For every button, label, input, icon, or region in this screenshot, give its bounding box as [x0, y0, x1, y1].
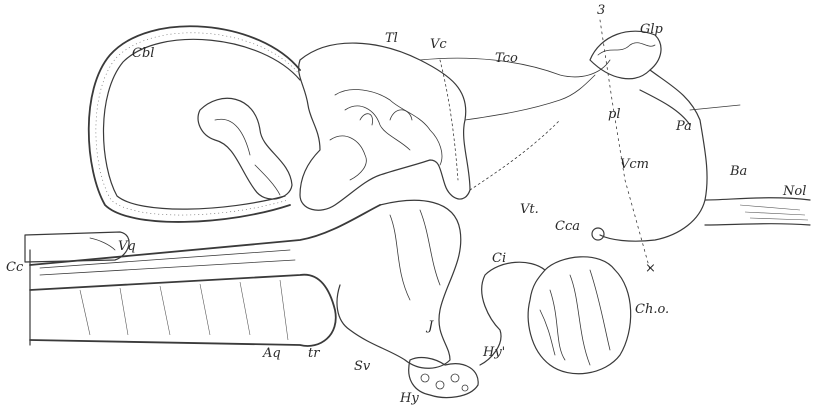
label-ba: Ba [729, 164, 747, 179]
label-cross: × [645, 261, 656, 276]
label-vc: Vc [430, 37, 447, 52]
label-hy-prime: Hy' [482, 345, 505, 360]
central-convolutions [299, 43, 470, 210]
inner-lobe [198, 98, 292, 199]
label-pl: pl [608, 107, 620, 122]
label-vcm: Vcm [620, 157, 649, 172]
pineal-gland [590, 31, 661, 79]
section-line [600, 20, 650, 270]
label-tl: Tl [385, 31, 398, 46]
label-ci: Ci [492, 251, 506, 266]
hypophysis [409, 358, 478, 398]
label-vq: Vq [118, 239, 136, 254]
label-nol: Nol [782, 184, 806, 199]
label-aq: Aq [262, 346, 281, 361]
label-cbl: Cbl [132, 46, 154, 61]
label-three: 3 [597, 3, 605, 18]
cerebellum-outline [89, 26, 300, 222]
label-hy: Hy [399, 391, 419, 406]
label-j: J [425, 319, 434, 334]
label-cc: Cc [6, 260, 24, 275]
third-ventricle-region [600, 70, 810, 241]
label-glp: Glp [640, 22, 664, 37]
label-sv: Sv [354, 359, 371, 374]
optic-chiasm [528, 257, 630, 374]
label-cho: Ch.o. [635, 302, 669, 317]
commissure [592, 228, 604, 240]
label-tco: Tco [495, 51, 518, 66]
label-pa: Pa [675, 119, 692, 134]
label-tr: tr [308, 346, 320, 361]
label-cca: Cca [555, 219, 580, 234]
label-vt: Vt. [520, 202, 539, 217]
brainstem [30, 205, 380, 346]
ventral-mass [337, 200, 461, 368]
